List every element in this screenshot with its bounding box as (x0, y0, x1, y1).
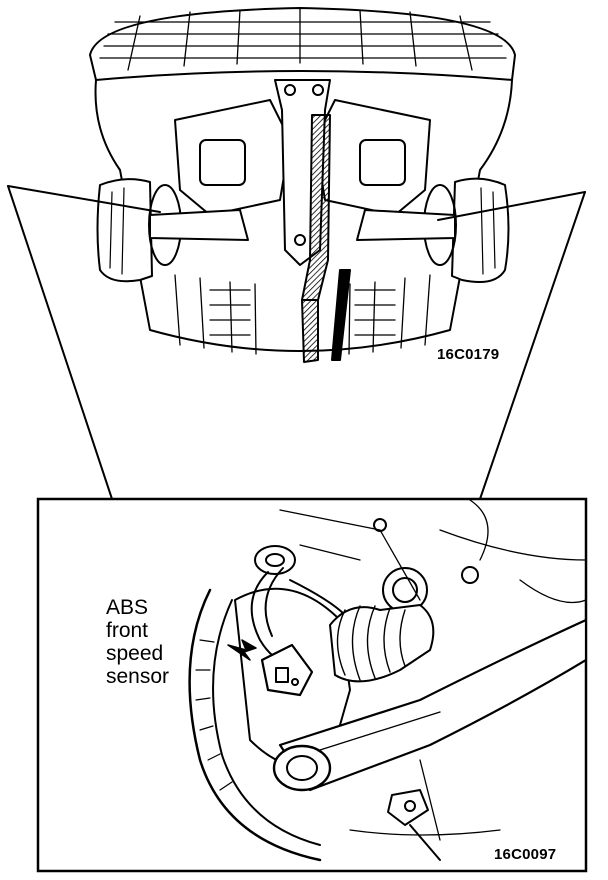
wheel-hub-detail (188, 499, 586, 862)
vehicle-underside-view (89, 7, 516, 363)
callout-line-4: sensor (106, 665, 170, 688)
figure-reference-top: 16C0179 (437, 346, 500, 363)
callout-line-2: front (106, 619, 149, 642)
figure-reference-bottom: 16C0097 (494, 846, 557, 863)
abs-sensor-callout: ABS front speed sensor (106, 596, 169, 688)
callout-line-3: speed (106, 642, 164, 665)
magnifier-lines (7, 185, 586, 500)
callout-line-1: ABS (106, 596, 149, 619)
